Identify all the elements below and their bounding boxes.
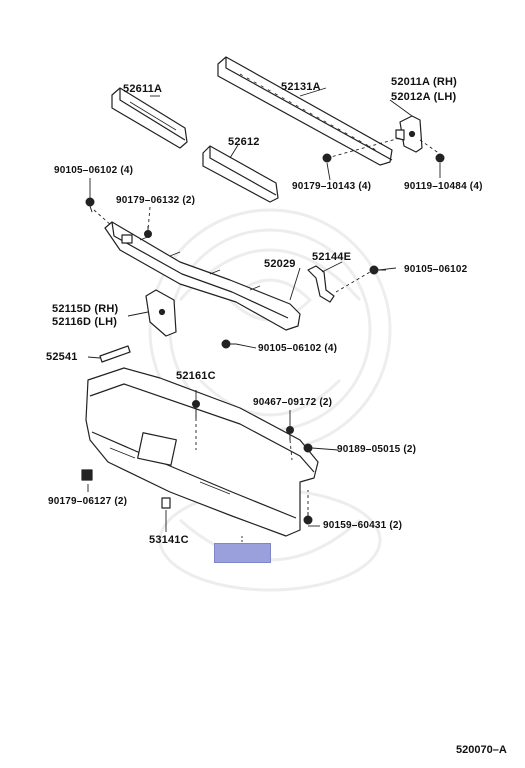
label-90179-10143: 90179–10143 (4) [292,181,372,192]
leader-lines [87,87,441,544]
part-52541-clip[interactable] [99,345,131,363]
label-52011A: 52011A (RH) [391,76,457,88]
part-52612-retainer[interactable] [202,145,279,203]
bolt-90119-10484-icon[interactable] [435,153,445,163]
part-53141C-plug[interactable] [161,497,171,509]
diagram-code: 520070–A [456,744,507,756]
label-53141C: 53141C [149,534,189,546]
label-90119-10484: 90119–10484 (4) [404,181,483,192]
label-90105-06102: 90105–06102 [404,264,468,275]
label-52115D: 52115D (RH) [52,303,119,315]
bolt-90105-06102-top-icon[interactable] [85,197,95,213]
label-90105-06102-4a: 90105–06102 (4) [54,165,134,176]
bolt-90159-60431-icon[interactable] [303,512,313,525]
label-90179-06132: 90179–06132 (2) [116,195,196,206]
part-52144E-brace[interactable] [307,265,335,303]
label-52612: 52612 [228,136,260,148]
label-90467-09172: 90467–09172 (2) [253,397,333,408]
label-90179-06127: 90179–06127 (2) [48,496,128,507]
label-52541: 52541 [46,351,78,363]
part-90179-06127-nut[interactable] [81,469,93,481]
part-52011A-bracket[interactable] [395,115,423,153]
label-52116D: 52116D (LH) [52,316,118,328]
bolt-52161C-icon[interactable] [192,400,200,419]
part-52029-support[interactable] [104,221,301,331]
part-52115D-bracket[interactable] [145,289,177,337]
label-52131A: 52131A [281,81,321,93]
part-52611A-retainer[interactable] [111,87,188,149]
label-52029: 52029 [264,258,296,270]
label-90105-06102-4b: 90105–06102 (4) [258,343,338,354]
label-52161C: 52161C [176,370,216,382]
label-90159-60431: 90159–60431 (2) [323,520,403,531]
bolt-90467-09172-icon[interactable] [286,426,294,441]
label-52611A: 52611A [123,83,163,95]
nut-90189-05015-icon[interactable] [303,443,313,453]
label-52012A: 52012A (LH) [391,91,457,103]
highlighted-part-box[interactable] [214,543,271,563]
part-bumper-cover[interactable] [85,367,319,537]
label-90189-05015: 90189–05015 (2) [337,444,417,455]
part-52131A-reinforcement[interactable] [217,56,393,166]
label-52144E: 52144E [312,251,352,263]
bolt-90105-06102-mid-icon[interactable] [221,339,236,349]
